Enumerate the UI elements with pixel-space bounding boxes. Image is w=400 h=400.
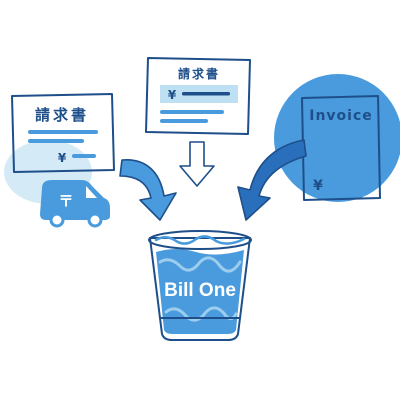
right-invoice-line: [314, 130, 368, 134]
right-invoice-line: [314, 150, 358, 154]
yen-icon: ¥: [58, 151, 67, 165]
left-invoice-amount-line: [72, 154, 96, 158]
cup-rim-pattern: [154, 235, 246, 245]
cup-wave: [158, 256, 242, 273]
center-invoice-paper: [145, 57, 251, 135]
bill-one-inbox-cup: Bill One: [148, 230, 252, 341]
curved-arrow-left: [119, 159, 177, 221]
left-invoice-title: 請求書: [35, 106, 89, 124]
straight-arrow-down: [179, 141, 215, 187]
right-invoice-amount-line: [330, 180, 366, 184]
cup-body: [149, 237, 251, 341]
cup-rim: [148, 230, 252, 250]
van-window: [86, 186, 97, 198]
center-invoice: 請求書 ¥: [145, 57, 251, 135]
van-wheel: [87, 212, 103, 228]
right-background-circle: [274, 74, 400, 202]
bill-one-logo: Bill One: [164, 280, 236, 301]
left-invoice-line: [28, 139, 84, 143]
mail-van: 〒: [40, 180, 110, 228]
right-invoice-paper: [301, 95, 381, 201]
center-invoice-amount-line: [182, 92, 230, 96]
postal-mark-icon: 〒: [58, 192, 73, 210]
curved-arrow-right: [237, 139, 307, 221]
van-wheel: [49, 212, 65, 228]
right-invoice: Invoice ¥: [301, 95, 381, 201]
center-invoice-line: [160, 110, 224, 114]
van-body: [40, 180, 110, 220]
yen-icon: ¥: [168, 88, 177, 102]
right-invoice-line: [314, 160, 346, 164]
yen-icon: ¥: [313, 178, 323, 194]
left-invoice: 請求書 ¥: [11, 93, 115, 173]
center-invoice-title: 請求書: [178, 66, 220, 81]
right-invoice-title: Invoice: [309, 108, 373, 124]
right-invoice-line: [314, 140, 368, 144]
left-invoice-paper: [11, 93, 115, 173]
center-invoice-line: [160, 119, 208, 123]
left-invoice-line: [28, 130, 98, 134]
